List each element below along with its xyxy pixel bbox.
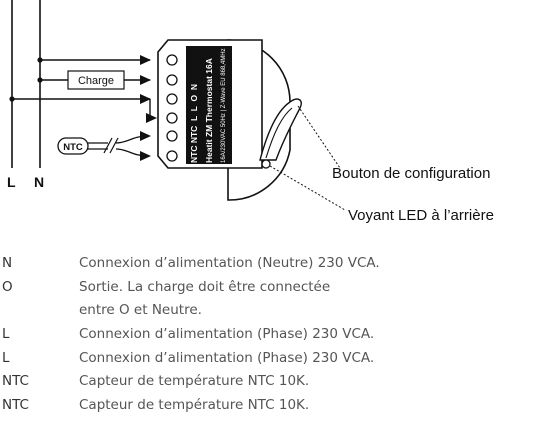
- config-leader: [297, 105, 341, 169]
- legend-desc: Capteur de température NTC 10K.: [79, 397, 310, 413]
- wire-l2: [146, 99, 157, 123]
- wire-n: [37, 55, 151, 65]
- neutral-label: N: [34, 174, 44, 190]
- ntc-label: NTC: [63, 142, 83, 153]
- legend-key: NTC: [2, 397, 29, 413]
- legend-desc: Connexion d’alimentation (Phase) 230 VCA…: [79, 350, 375, 366]
- legend-desc: Connexion d’alimentation (Phase) 230 VCA…: [79, 326, 375, 342]
- charge-label: Charge: [78, 75, 114, 87]
- legend-key: O: [2, 279, 13, 295]
- device-name: Heatit ZM Thermostat 16A: [204, 58, 214, 163]
- legend-key: N: [2, 255, 13, 271]
- led-indicator: [261, 159, 271, 169]
- legend-desc: Connexion d’alimentation (Neutre) 230 VC…: [79, 255, 380, 271]
- device-label-panel: [186, 46, 232, 164]
- led-leader: [269, 165, 346, 211]
- legend-key: L: [2, 350, 10, 366]
- legend-desc: Capteur de température NTC 10K.: [79, 373, 310, 389]
- ntc-sensor: NTC: [57, 131, 151, 161]
- legend-key: L: [2, 326, 10, 342]
- legend-desc: Sortie. La charge doit être connectée: [79, 279, 331, 295]
- wire-l1: [9, 94, 151, 104]
- config-button-label: Bouton de configuration: [332, 165, 490, 182]
- led-label: Voyant LED à l’arrière: [348, 207, 494, 224]
- thermostat-device: NTC NTC L L O N Heatit ZM Thermostat 16A…: [157, 39, 302, 201]
- phase-label: L: [7, 174, 16, 190]
- charge-box: [67, 70, 125, 90]
- device-terminals: NTC NTC L L O N: [189, 84, 199, 163]
- device-specs: 16A/230VAC 50Hz | Z-Wave EU 868,4MHz: [221, 48, 227, 163]
- wiring-diagram: Charge NTC NTC NTC L L O N: [7, 0, 494, 224]
- legend-desc: entre O et Neutre.: [79, 302, 202, 318]
- wire-o: [37, 75, 151, 85]
- legend-key: NTC: [2, 373, 29, 389]
